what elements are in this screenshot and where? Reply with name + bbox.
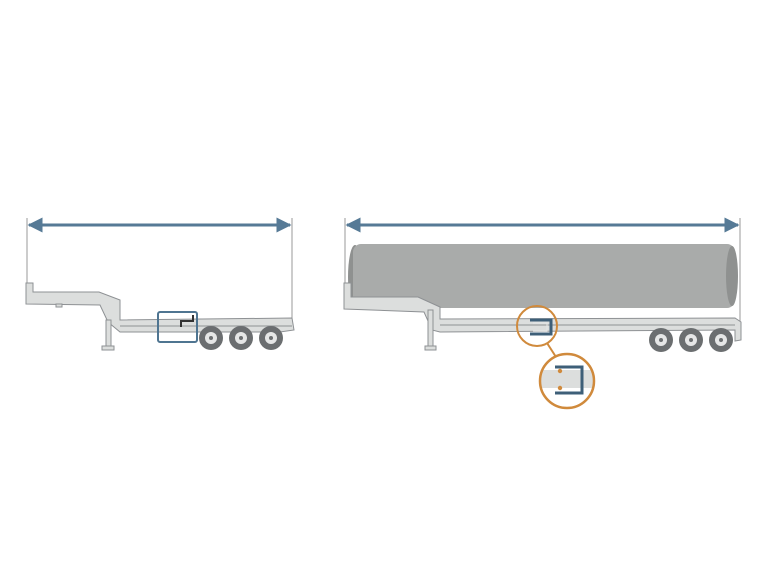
- pipe-load: [348, 244, 738, 309]
- wheels: [199, 326, 283, 350]
- detail-inset: [538, 352, 596, 410]
- wheel: [199, 326, 223, 350]
- landing-foot: [101, 345, 115, 351]
- trailer: [25, 282, 295, 351]
- wheels: [649, 328, 733, 352]
- pin: [557, 385, 563, 391]
- wheel: [709, 328, 733, 352]
- extension-bracket: [180, 315, 194, 327]
- landing-leg: [427, 309, 434, 347]
- wheel: [679, 328, 703, 352]
- wheel: [649, 328, 673, 352]
- pin: [557, 368, 563, 374]
- pipe-end: [726, 246, 738, 306]
- highlight-box: [157, 311, 198, 343]
- empty-trailer-panel: [25, 217, 295, 351]
- gooseneck: [25, 282, 295, 333]
- callout-leader: [546, 342, 557, 358]
- trailer: [343, 282, 742, 351]
- callout-circle: [516, 305, 558, 347]
- wheel: [229, 326, 253, 350]
- landing-leg: [105, 319, 112, 347]
- extension-clamp: [530, 318, 553, 336]
- landing-foot: [424, 345, 437, 351]
- loaded-trailer-panel: [343, 217, 742, 410]
- wheel: [259, 326, 283, 350]
